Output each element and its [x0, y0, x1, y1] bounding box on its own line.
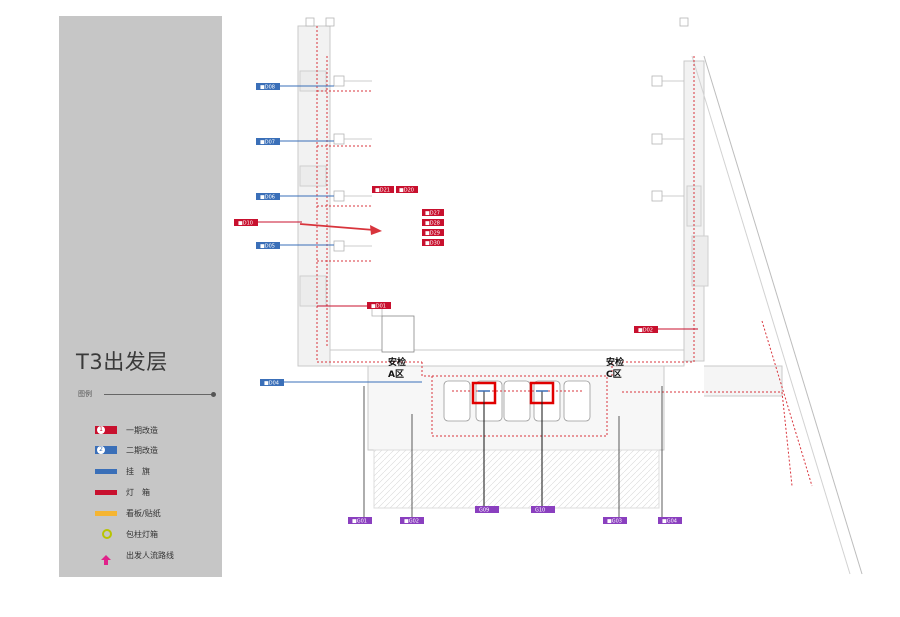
tag-d10: ■D10	[234, 219, 302, 227]
tag-d27: ■D27	[422, 209, 444, 217]
legend-swatch	[95, 510, 117, 516]
legend-label: 挂 旗	[126, 466, 150, 476]
tag-d29: ■D29	[422, 229, 444, 237]
svg-text:G09: G09	[479, 508, 489, 514]
legend-divider	[104, 394, 212, 395]
legend-item: 1 一期改造	[95, 424, 158, 436]
svg-text:■D01: ■D01	[371, 304, 386, 310]
tag-d01: ■D01	[317, 302, 391, 310]
svg-text:■G04: ■G04	[662, 519, 677, 525]
tag-d07: ■D07	[256, 138, 334, 146]
legend-swatch: 1	[95, 426, 117, 434]
tag-g02: ■G02	[400, 414, 424, 525]
security-zone-c: 安检 C区	[606, 356, 624, 380]
tag-g03: ■G03	[603, 416, 627, 525]
legend-item: 包柱灯箱	[95, 528, 158, 540]
legend-label: 一期改造	[126, 425, 158, 435]
svg-text:■D21: ■D21	[375, 188, 390, 194]
legend-label: 包柱灯箱	[126, 529, 158, 539]
tag-g04: ■G04	[658, 386, 682, 525]
legend-item: 2 二期改造	[95, 444, 158, 456]
legend-panel	[59, 16, 222, 577]
svg-text:■D08: ■D08	[260, 85, 275, 91]
svg-text:■D20: ■D20	[399, 188, 414, 194]
tag-d28: ■D28	[422, 219, 444, 227]
svg-text:■D30: ■D30	[425, 241, 440, 247]
legend-item: 挂 旗	[95, 465, 150, 477]
tag-d06: ■D06	[256, 193, 334, 201]
svg-text:■D07: ■D07	[260, 140, 275, 146]
floor-plan: ■D08 ■D07 ■D06 ■D05 ■D04 ■G01 ■G02 ■G03 …	[234, 17, 863, 575]
tag-d05: ■D05	[256, 242, 334, 250]
svg-text:■G02: ■G02	[404, 519, 419, 525]
svg-text:■D05: ■D05	[260, 244, 275, 250]
legend-swatch	[95, 550, 117, 565]
passenger-route	[316, 26, 813, 487]
tag-g10: G10	[531, 506, 555, 514]
legend-label: 二期改造	[126, 445, 158, 455]
legend-swatch	[95, 529, 117, 539]
legend-divider-dot	[211, 392, 216, 397]
legend-badge-num: 1	[97, 426, 105, 434]
phase1-tags: ■D01 ■D02 ■D10 ■D21 ■D20 ■D27 ■D28 ■D29 …	[234, 186, 698, 334]
tag-d08: ■D08	[256, 83, 334, 91]
legend-swatch: 2	[95, 446, 117, 454]
svg-text:■G01: ■G01	[352, 519, 367, 525]
tag-d02: ■D02	[634, 326, 698, 334]
page-title: T3出发层	[76, 350, 168, 374]
tag-d30: ■D30	[422, 239, 444, 247]
ring-icon	[102, 529, 112, 539]
tag-g09: G09	[475, 506, 499, 514]
svg-text:■D29: ■D29	[425, 231, 440, 237]
svg-text:■D10: ■D10	[238, 221, 253, 227]
security-zone-a: 安检 A区	[388, 356, 406, 380]
legend-badge-num: 2	[97, 446, 105, 454]
legend-item: 看板/贴纸	[95, 507, 161, 519]
zone-label: A区	[388, 369, 404, 380]
svg-text:■G03: ■G03	[607, 519, 622, 525]
legend-label: 出发人流路线	[126, 550, 174, 560]
svg-text:G10: G10	[535, 508, 545, 514]
legend-item: 灯 箱	[95, 486, 150, 498]
svg-text:■D06: ■D06	[260, 195, 275, 201]
legend-label: 灯 箱	[126, 487, 150, 497]
zone-label: 安检	[388, 356, 406, 368]
gate-stubs	[305, 17, 689, 317]
arrow-up-icon	[101, 555, 111, 565]
building-outline	[297, 25, 863, 575]
legend-label: 看板/贴纸	[126, 508, 161, 518]
svg-text:■D28: ■D28	[425, 221, 440, 227]
tag-d20: ■D20	[396, 186, 418, 194]
zone-label: C区	[606, 369, 622, 380]
legend-heading: 图例	[78, 390, 92, 398]
callout-arrow	[299, 223, 382, 235]
legend-swatch	[95, 489, 117, 495]
tag-d04: ■D04	[260, 379, 422, 387]
tag-d21: ■D21	[372, 186, 394, 194]
phase2-tags: ■D08 ■D07 ■D06 ■D05 ■D04 ■G01 ■G02 ■G03 …	[256, 83, 682, 525]
svg-text:■D04: ■D04	[264, 381, 279, 387]
tag-g01: ■G01	[348, 386, 372, 525]
svg-text:■D27: ■D27	[425, 211, 440, 217]
highlight-boxes	[471, 381, 555, 506]
svg-text:■D02: ■D02	[638, 328, 653, 334]
legend-item: 出发人流路线	[95, 549, 174, 565]
legend-swatch	[95, 468, 117, 474]
zone-label: 安检	[606, 356, 624, 368]
